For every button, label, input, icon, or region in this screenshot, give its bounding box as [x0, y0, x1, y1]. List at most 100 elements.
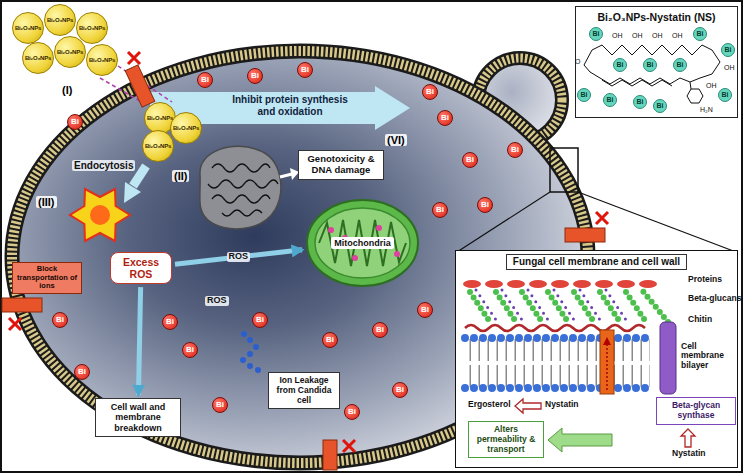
node-text: Cell wall and membrane breakdown	[100, 402, 176, 433]
atom-label: OH	[706, 82, 717, 90]
lipid-bilayer	[465, 338, 652, 388]
atom-label: OH	[672, 32, 683, 40]
node-text: Beta-glycan synthase	[661, 401, 731, 421]
effect-box: Ion Leakage from Candida cell	[268, 372, 340, 409]
bismuth-ion: Bi	[67, 114, 83, 130]
enzyme-box: Beta-glycan synthase	[656, 397, 736, 425]
cell-wall-proteins	[507, 280, 525, 288]
bismuth-atom: Bi	[693, 27, 707, 41]
step-number: (III)	[36, 196, 57, 208]
process-arrow-label: Inhibit protein synthesis and oxidation	[228, 92, 352, 119]
inset-ground	[455, 250, 738, 468]
nystatin-structure	[602, 80, 672, 86]
node-text: Inhibit protein synthesis and oxidation	[231, 94, 349, 117]
bismuth-ion: Bi	[372, 322, 388, 338]
node-text: Bi₂O₃NPs-Nystatin (NS)	[578, 11, 735, 23]
ros-box: Excess ROS	[110, 252, 172, 284]
process-arrow	[375, 86, 410, 130]
beta-glucan-chain	[502, 290, 522, 320]
effect-box: Cell wall and membrane breakdown	[95, 398, 181, 437]
zoom-lines	[550, 148, 578, 192]
step-number: (II)	[172, 170, 189, 182]
glucan-synthase	[660, 322, 676, 394]
mito-protein	[376, 225, 382, 231]
block-cross	[128, 52, 140, 64]
effect-arrow	[548, 428, 612, 452]
atom-label: OH	[724, 64, 735, 72]
ion-leak-dots	[247, 351, 253, 357]
ion-channel	[125, 65, 155, 107]
bismuth-atom: Bi	[673, 58, 687, 72]
beta-glucan-chain	[606, 290, 626, 320]
ergosterol-rod	[600, 330, 614, 394]
chitin-layer	[465, 325, 645, 331]
nystatin-structure	[687, 89, 703, 103]
nanoparticle: Bi₂O₃NPs	[44, 4, 76, 36]
node-text: Alters permeability & transport	[473, 425, 539, 454]
beta-glucan-chain	[580, 290, 600, 320]
structure-panel-ground	[575, 6, 738, 118]
atom-label: O	[575, 58, 580, 66]
bismuth-atom: Bi	[589, 27, 603, 41]
ion-leak-dots	[253, 344, 259, 350]
glucan-synthase	[660, 322, 676, 394]
bismuth-ion: Bi	[297, 62, 313, 78]
atom-label: OH	[652, 32, 663, 40]
process-label: Endocytosis	[72, 160, 135, 171]
atom-label: H₂N	[700, 106, 713, 114]
part-label: Nystatin	[545, 400, 579, 409]
nucleus	[200, 146, 281, 229]
cell-wall-proteins	[485, 280, 503, 288]
bismuth-ion: Bi	[52, 312, 68, 328]
step-number: (VI)	[385, 134, 407, 146]
bismuth-ion: Bi	[462, 152, 478, 168]
nanoparticle: Bi₂O₃NPs	[170, 112, 202, 144]
part-label: Proteins	[688, 275, 722, 284]
beta-glucan-chain	[476, 290, 626, 320]
bismuth-ion: Bi	[417, 302, 433, 318]
mito-protein	[394, 251, 400, 257]
nucleus	[208, 164, 278, 216]
node-text: Ion Leakage from Candida cell	[273, 376, 335, 405]
cell-wall-proteins	[551, 280, 569, 288]
part-label: Nystatin	[672, 449, 706, 458]
lipid-bilayer	[470, 339, 651, 361]
ion-leak-dots	[240, 357, 246, 363]
part-label: Ergosterol	[468, 400, 511, 409]
beta-glucan-chain	[476, 290, 496, 320]
lipid-bilayer	[465, 334, 652, 342]
zoom-lines	[578, 192, 736, 252]
ros-burst	[70, 189, 130, 241]
effect-box: Alters permeability & transport	[468, 421, 544, 458]
ion-leak-dots	[240, 331, 261, 373]
ion-leak-dots	[247, 363, 253, 369]
inset-ground	[455, 250, 738, 468]
zoom-lines	[457, 192, 550, 252]
bismuth-ion: Bi	[392, 382, 408, 398]
cell-wall-proteins	[573, 280, 591, 288]
beta-glucan-chain	[470, 290, 668, 322]
block-cross	[343, 440, 355, 452]
flow-arrow	[175, 250, 302, 264]
bismuth-atom: Bi	[721, 43, 735, 57]
nanoparticle: Bi₂O₃NPs	[12, 12, 44, 44]
zoom-lines	[457, 148, 736, 252]
nystatin-structure	[584, 45, 720, 84]
bismuth-ion: Bi	[477, 197, 493, 213]
ion-channel	[565, 228, 605, 242]
bismuth-atom: Bi	[718, 88, 732, 102]
block-cross	[9, 318, 21, 330]
structure-panel-ground	[575, 6, 738, 118]
bismuth-atom: Bi	[603, 93, 617, 107]
lipid-bilayer	[465, 384, 652, 392]
nanoparticle: Bi₂O₃NPs	[22, 42, 54, 74]
cell-wall-proteins	[639, 280, 657, 288]
bismuth-atom: Bi	[613, 58, 627, 72]
atom-label: OH	[612, 32, 623, 40]
hollow-arrow	[681, 429, 695, 447]
ros-label: ROS	[205, 296, 229, 306]
bismuth-atom: Bi	[653, 99, 667, 113]
bismuth-ion: Bi	[182, 342, 198, 358]
blocked-channel-box: Block transportation of ions	[12, 262, 82, 294]
